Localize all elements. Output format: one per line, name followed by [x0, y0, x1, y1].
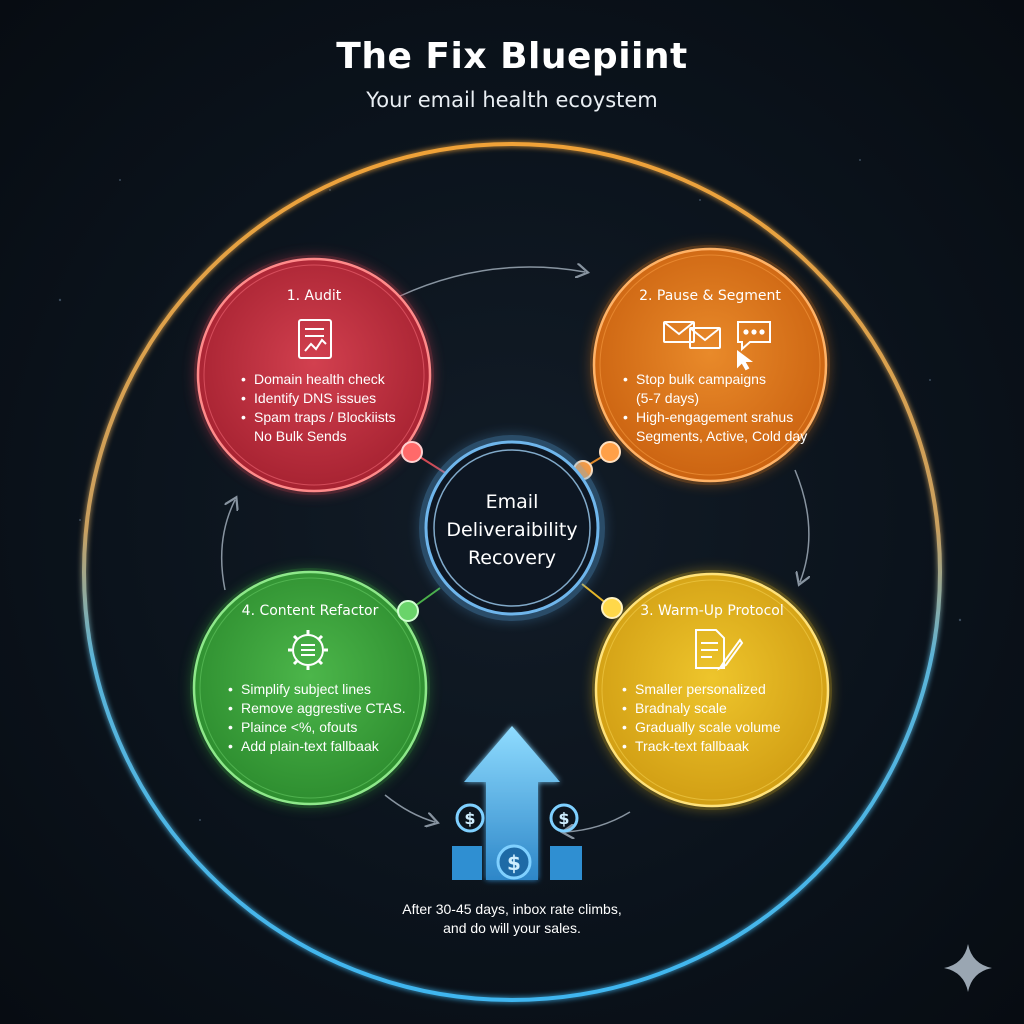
step-warm-up-circle: [592, 570, 832, 810]
list-item: (5-7 days): [636, 390, 700, 406]
step-bullets-audit: •Domain health check •Identify DNS issue…: [241, 370, 396, 446]
center-label-line: Email: [485, 491, 539, 513]
list-item: •Plaince <%, ofouts: [228, 719, 358, 735]
page-subtitle: Your email health ecoystem: [366, 88, 658, 112]
footer-line: After 30-45 days, inbox rate climbs,: [402, 901, 622, 917]
page-title: The Fix Bluepiint: [336, 36, 688, 77]
dollar-coin-icon: [455, 803, 579, 880]
svg-text:$: $: [507, 851, 521, 875]
step-title-pause-segment: 2. Pause & Segment: [639, 288, 781, 304]
step-bullets-warm-up: •Smaller personalized •Bradnaly scale •G…: [622, 680, 781, 756]
list-item: •Simplify subject lines: [228, 681, 371, 697]
list-item: •Add plain-text fallbaak: [228, 738, 379, 754]
list-item: •High-engagement srahus: [623, 409, 794, 425]
outer-ring: [82, 142, 942, 1002]
list-item: •Stop bulk campaigns: [623, 371, 766, 387]
sales-bars: [452, 846, 582, 880]
background-stars: [58, 159, 962, 861]
audit-report-icon: [298, 319, 332, 359]
step-title-content-refactor: 4. Content Refactor: [241, 603, 379, 619]
step-title-warm-up: 3. Warm-Up Protocol: [640, 603, 784, 619]
list-item: •Remove aggrestive CTAS.: [228, 700, 406, 716]
list-item: •Bradnaly scale: [622, 700, 727, 716]
step-bullets-pause-segment: •Stop bulk campaigns (5-7 days) •High-en…: [623, 370, 807, 446]
footer-caption: After 30-45 days, inbox rate climbs, and…: [0, 900, 1024, 938]
list-item: •Gradually scale volume: [622, 719, 781, 735]
dollar-symbols: $ $ $: [464, 809, 569, 875]
footer-line: and do will your sales.: [443, 920, 581, 936]
list-item: •Smaller personalized: [622, 681, 766, 697]
step-audit-circle: [194, 255, 434, 495]
growth-arrow: [464, 726, 560, 880]
center-hub: [419, 435, 605, 621]
list-item: •Identify DNS issues: [241, 390, 377, 406]
gear-list-icon: [288, 630, 328, 670]
cycle-arrows: [220, 267, 809, 832]
document-pen-icon: [695, 629, 744, 671]
list-item: •Track-text fallbaak: [622, 738, 749, 754]
center-label-line: Recovery: [467, 547, 557, 569]
envelopes-and-chat-icon: [663, 321, 771, 371]
list-item: Segments, Active, Cold day: [636, 428, 808, 444]
svg-text:$: $: [464, 809, 475, 828]
step-content-refactor-circle: [190, 568, 430, 808]
step-bullets-content-refactor: •Simplify subject lines •Remove aggresti…: [228, 680, 406, 756]
step-title-audit: 1. Audit: [286, 288, 342, 304]
svg-text:$: $: [558, 809, 569, 828]
sparkle-icon: [944, 944, 992, 992]
list-item: No Bulk Sends: [254, 428, 347, 444]
center-label-line: Deliveraibility: [446, 519, 578, 541]
step-pause-segment-circle: [573, 245, 830, 485]
list-item: •Spam traps / Blockiists: [241, 409, 396, 425]
list-item: •Domain health check: [241, 371, 385, 387]
center-hub-label: Email Deliveraibility Recovery: [432, 488, 592, 572]
